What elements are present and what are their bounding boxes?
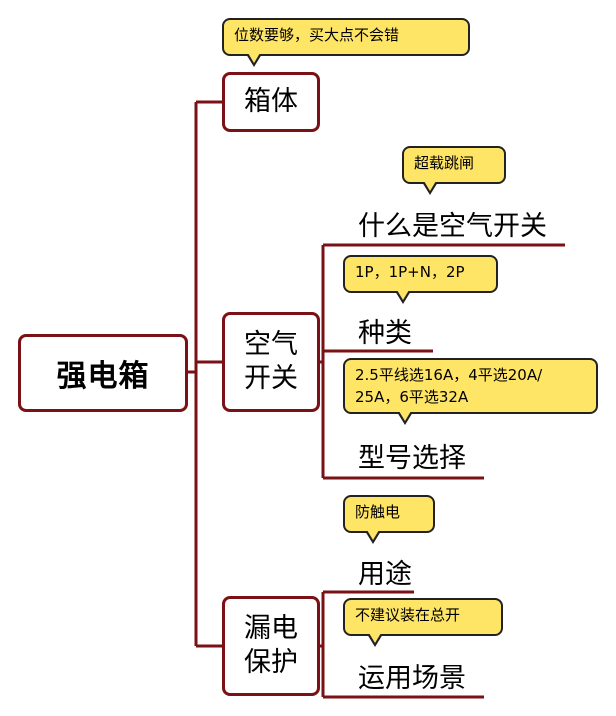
- note-callout: 超载跳闸: [402, 146, 506, 195]
- note-text: 1P，1P+N，2P: [355, 263, 465, 281]
- note-callout: 1P，1P+N，2P: [343, 255, 498, 304]
- note-text: 防触电: [355, 503, 401, 521]
- note-text: 位数要够，买大点不会错: [234, 26, 400, 44]
- callout-pointer: [365, 530, 381, 544]
- leaf-what-is-air-switch: 什么是空气开关: [358, 211, 547, 242]
- branch-node-leakage: 漏电 保护: [222, 596, 320, 696]
- leaf-purpose: 用途: [358, 559, 412, 590]
- callout-pointer: [395, 290, 411, 304]
- leaf-model-selection: 型号选择: [358, 443, 466, 474]
- branch-label: 箱体: [244, 86, 298, 117]
- callout-pointer: [397, 411, 413, 425]
- branch-label-line1: 漏电: [244, 613, 298, 644]
- note-text: 超载跳闸: [414, 154, 475, 172]
- branch-node-air-switch: 空气 开关: [222, 312, 320, 412]
- note-callout: 不建议装在总开: [343, 598, 503, 647]
- callout-pointer: [422, 181, 438, 195]
- branch-label-line2: 保护: [244, 647, 298, 678]
- note-callout: 位数要够，买大点不会错: [222, 18, 470, 67]
- branch-label-line2: 开关: [244, 363, 298, 394]
- callout-pointer: [246, 53, 262, 67]
- note-callout: 2.5平线选16A，4平选20A/ 25A，6平选32A: [343, 358, 598, 425]
- leaf-use-scenario: 运用场景: [358, 663, 466, 694]
- branch-node-box-body: 箱体: [222, 72, 320, 132]
- callout-pointer: [367, 633, 383, 647]
- branch-label-line1: 空气: [244, 329, 298, 360]
- note-text-line1: 2.5平线选16A，4平选20A/: [355, 366, 543, 384]
- note-text-line2: 25A，6平选32A: [355, 388, 469, 406]
- root-node: 强电箱: [18, 334, 188, 412]
- root-label: 强电箱: [56, 359, 150, 394]
- note-text: 不建议装在总开: [355, 606, 461, 624]
- leaf-types: 种类: [358, 318, 412, 349]
- note-callout: 防触电: [343, 495, 435, 544]
